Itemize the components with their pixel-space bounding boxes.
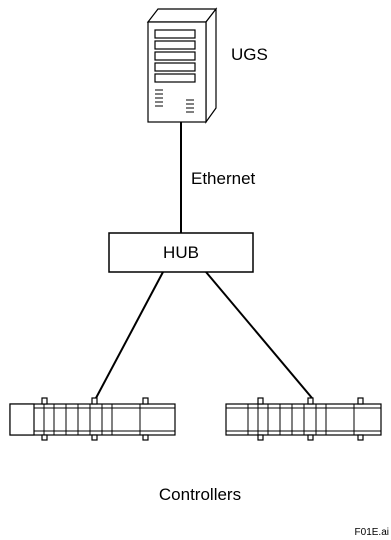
hub-label: HUB bbox=[163, 243, 199, 262]
controller-rack-icon bbox=[225, 397, 382, 441]
ethernet-label: Ethernet bbox=[191, 169, 256, 188]
controller-rack-icon bbox=[9, 397, 176, 441]
hub-to-controller-2-link bbox=[205, 271, 313, 399]
figure-id: F01E.ai bbox=[355, 527, 389, 538]
hub-box bbox=[108, 232, 254, 273]
server-tower-icon bbox=[146, 7, 218, 124]
hub-to-controller-1-link bbox=[95, 271, 164, 399]
controllers-label: Controllers bbox=[159, 485, 241, 504]
server-label: UGS bbox=[231, 45, 268, 64]
